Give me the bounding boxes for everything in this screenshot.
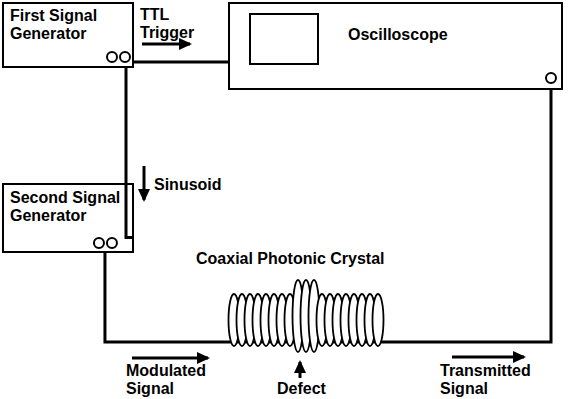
signal-cable	[134, 61, 228, 64]
bnc-jack	[546, 73, 556, 83]
bnc-jack	[107, 238, 117, 248]
decoration-layer	[94, 14, 556, 378]
signal-label: Defect	[277, 380, 326, 398]
bnc-jack	[94, 238, 104, 248]
signal-label: Coaxial Photonic Crystal	[196, 250, 385, 268]
signal-label: TTL Trigger	[140, 6, 204, 41]
node-label: Second Signal Generator	[10, 189, 122, 224]
signal-generator-box: First Signal Generator	[2, 2, 134, 68]
bnc-jack	[107, 52, 117, 62]
crystal-disc	[373, 294, 384, 346]
sinusoid-arrow-head	[138, 189, 150, 202]
signal-label: Modulated Signal	[126, 362, 224, 397]
signal-label: Transmitted Signal	[440, 362, 550, 397]
defect-arrow-head	[294, 360, 306, 373]
transmitted-arrow-head	[513, 351, 526, 363]
signal-generator-box: Second Signal Generator	[2, 183, 134, 253]
node-label: Oscilloscope	[348, 26, 548, 44]
scope-screen	[250, 14, 318, 64]
modulated-arrow	[132, 357, 208, 360]
oscilloscope-box: Oscilloscope	[228, 2, 563, 90]
signal-label: Sinusoid	[154, 176, 222, 194]
bnc-jack	[120, 52, 130, 62]
node-label: First Signal Generator	[10, 7, 122, 42]
